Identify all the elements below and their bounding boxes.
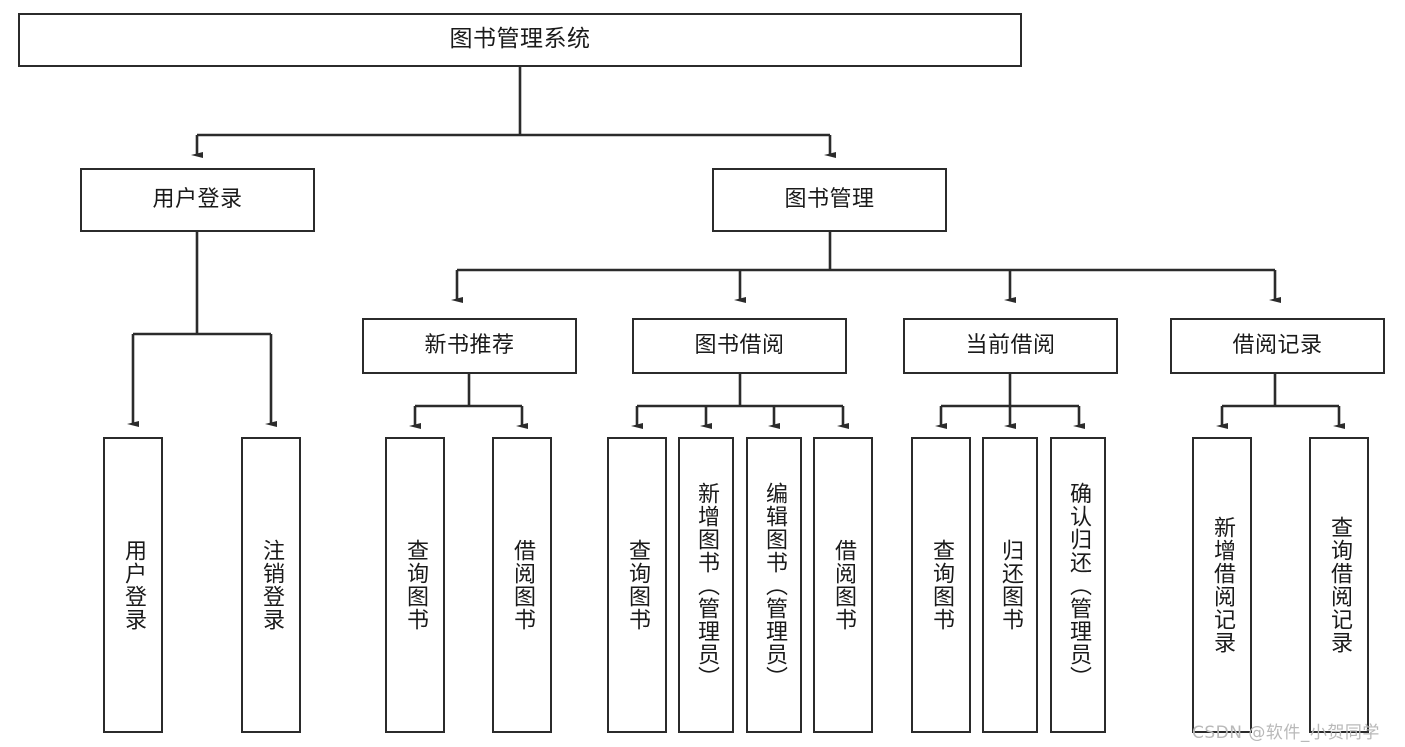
node-label: 借阅图书 <box>509 539 535 631</box>
node-label: 借阅图书 <box>830 539 856 631</box>
node-label: 图书管理 <box>784 186 875 212</box>
node-label: 查询借阅记录 <box>1326 516 1352 654</box>
leaf-current-return-book[interactable]: 归还图书 <box>982 437 1038 733</box>
node-label: 借阅记录 <box>1232 332 1323 358</box>
node-label: 用户登录 <box>152 186 243 212</box>
node-label: 确认归还（管理员） <box>1065 481 1091 689</box>
leaf-borrow-edit-book-admin[interactable]: 编辑图书（管理员） <box>746 437 802 733</box>
node-borrow-record[interactable]: 借阅记录 <box>1170 318 1385 374</box>
leaf-recommend-query-book[interactable]: 查询图书 <box>385 437 445 733</box>
node-root-system[interactable]: 图书管理系统 <box>18 13 1022 67</box>
leaf-user-login-logout[interactable]: 注销登录 <box>241 437 301 733</box>
leaf-borrow-query-book[interactable]: 查询图书 <box>607 437 667 733</box>
leaf-record-add-record[interactable]: 新增借阅记录 <box>1192 437 1252 733</box>
leaf-recommend-borrow-book[interactable]: 借阅图书 <box>492 437 552 733</box>
leaf-borrow-borrow-book[interactable]: 借阅图书 <box>813 437 873 733</box>
node-user-login[interactable]: 用户登录 <box>80 168 315 232</box>
node-label: 注销登录 <box>258 539 284 631</box>
leaf-borrow-add-book-admin[interactable]: 新增图书（管理员） <box>678 437 734 733</box>
node-label: 当前借阅 <box>965 332 1056 358</box>
node-label: 图书管理系统 <box>449 26 591 53</box>
node-label: 图书借阅 <box>694 332 785 358</box>
node-label: 归还图书 <box>997 539 1023 631</box>
node-label: 新增图书（管理员） <box>693 481 719 689</box>
leaf-user-login-login[interactable]: 用户登录 <box>103 437 163 733</box>
leaf-record-query-record[interactable]: 查询借阅记录 <box>1309 437 1369 733</box>
leaf-current-query-book[interactable]: 查询图书 <box>911 437 971 733</box>
node-label: 新增借阅记录 <box>1209 516 1235 654</box>
node-label: 查询图书 <box>624 539 650 631</box>
node-new-book-recommend[interactable]: 新书推荐 <box>362 318 577 374</box>
leaf-current-confirm-return-admin[interactable]: 确认归还（管理员） <box>1050 437 1106 733</box>
node-label: 用户登录 <box>120 539 146 631</box>
node-current-borrow[interactable]: 当前借阅 <box>903 318 1118 374</box>
node-book-management[interactable]: 图书管理 <box>712 168 947 232</box>
watermark: CSDN @软件_小贺同学 <box>1192 723 1380 743</box>
node-book-borrow[interactable]: 图书借阅 <box>632 318 847 374</box>
node-label: 查询图书 <box>928 539 954 631</box>
node-label: 新书推荐 <box>424 332 515 358</box>
node-label: 查询图书 <box>402 539 428 631</box>
node-label: 编辑图书（管理员） <box>761 481 787 689</box>
